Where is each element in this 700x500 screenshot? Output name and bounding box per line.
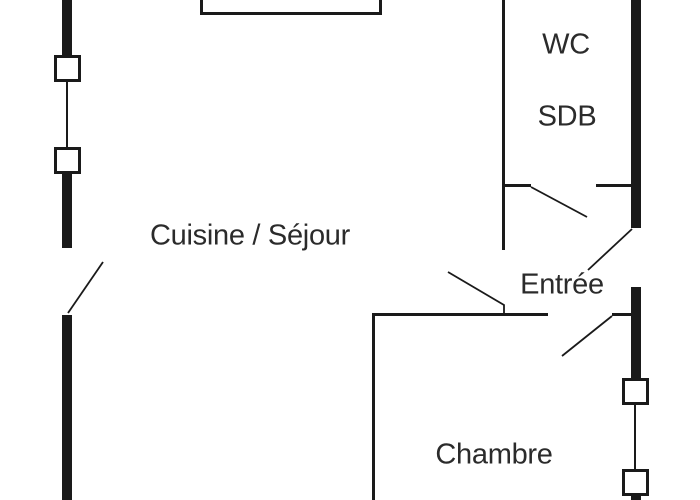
left-window-frame-top: [54, 55, 81, 82]
right-window-frame-bottom: [622, 469, 649, 496]
chambre-left-wall-wall: [372, 316, 375, 500]
balcony-right-edge-wall: [379, 0, 382, 15]
entree-door-swing: [587, 228, 633, 271]
sdb-door-swing: [530, 186, 588, 218]
sejour-entree-door-swing: [447, 271, 505, 316]
balcony-bottom-edge-wall: [200, 12, 382, 15]
right-wall-wc-sdb-wall: [631, 0, 641, 228]
room-label-cuisine-sejour: Cuisine / Séjour: [150, 219, 350, 252]
wc-sdb-left-wall-wall: [502, 0, 505, 250]
left-window-frame-bottom: [54, 147, 81, 174]
room-label-entree: Entrée: [520, 268, 604, 301]
chambre-top-wall-wall: [372, 313, 548, 316]
chambre-door-swing: [561, 315, 613, 357]
room-label-chambre: Chambre: [435, 438, 553, 471]
right-wall-bottom-wall: [631, 495, 641, 500]
right-window-pane: [634, 402, 636, 472]
room-label-wc: WC: [542, 28, 590, 61]
left-wall-lower-wall: [62, 315, 72, 500]
balcony-door-swing: [67, 261, 104, 314]
chambre-top-wall-right-wall: [612, 313, 631, 316]
sdb-bottom-wall-left-wall: [503, 184, 531, 187]
balcony-left-edge-wall: [200, 0, 203, 15]
right-window-frame-top: [622, 378, 649, 405]
right-wall-entree-wall: [631, 287, 641, 380]
left-wall-mid-wall: [62, 172, 72, 248]
left-window-pane: [66, 80, 68, 150]
room-label-sdb: SDB: [537, 100, 597, 133]
left-wall-upper-wall: [62, 0, 72, 57]
sdb-bottom-wall-right-wall: [596, 184, 631, 187]
